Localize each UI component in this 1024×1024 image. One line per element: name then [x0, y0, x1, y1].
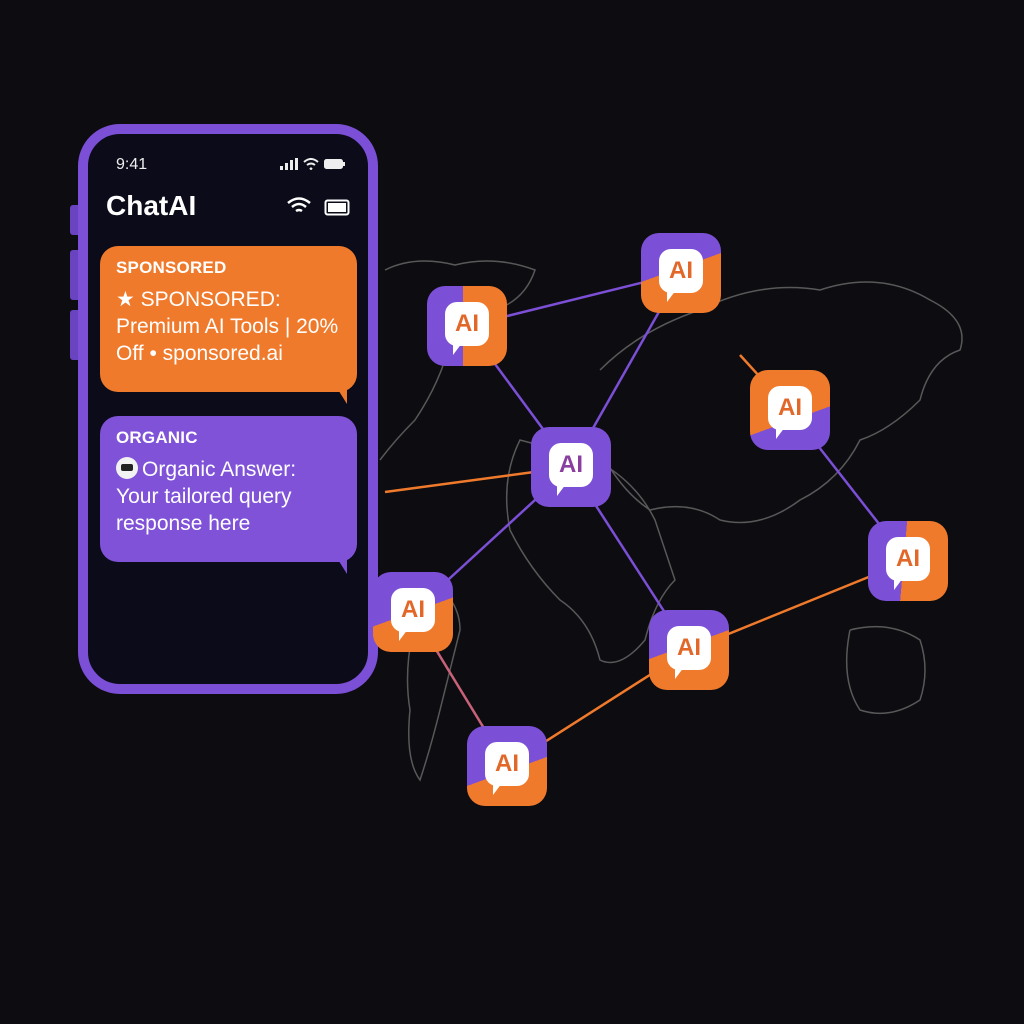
signal-icon [280, 158, 298, 170]
tv-icon[interactable] [324, 196, 350, 216]
sponsored-text: ★ SPONSORED: Premium AI Tools | 20% Off … [116, 288, 339, 365]
phone-side-button [70, 205, 78, 235]
ai-node-south-africa[interactable]: AI [649, 610, 729, 690]
sponsored-tag: SPONSORED [116, 258, 227, 277]
chat-bubble-icon: AI [445, 302, 489, 355]
wifi-icon [303, 158, 319, 170]
organic-text: Organic Answer: Your tailored query resp… [116, 458, 297, 535]
organic-tag: ORGANIC [116, 428, 198, 447]
battery-icon [324, 159, 345, 169]
ai-node-europe[interactable]: AI [531, 427, 611, 507]
ai-node-russia[interactable]: AI [750, 370, 830, 450]
ai-node-scandinavia[interactable]: AI [641, 233, 721, 313]
app-title: ChatAI [106, 190, 197, 221]
chat-bubble-icon: AI [659, 249, 703, 302]
ai-node-south-america[interactable]: AI [373, 572, 453, 652]
status-time: 9:41 [116, 156, 148, 173]
phone-side-button [70, 310, 78, 360]
chat-bubble-icon: AI [667, 626, 711, 679]
chat-bubble-icon: AI [549, 443, 593, 496]
chat-bubble-icon: AI [768, 386, 812, 439]
chat-bubble-icon: AI [886, 537, 930, 590]
phone-side-button [70, 250, 78, 300]
chat-bubble-icon: AI [485, 742, 529, 795]
status-bar: 9:41 [116, 156, 346, 176]
ai-node-south-atlantic[interactable]: AI [467, 726, 547, 806]
robot-icon [116, 457, 138, 479]
ai-node-se-asia[interactable]: AI [868, 521, 948, 601]
bubble-tail [337, 388, 347, 404]
chat-bubble-icon: AI [391, 588, 435, 641]
phone-mockup: 9:41 ChatAI SPONSORED ★ SPONSORED: Premi… [78, 124, 378, 694]
ai-node-greenland[interactable]: AI [427, 286, 507, 366]
bubble-tail [337, 558, 347, 574]
organic-message[interactable]: ORGANIC Organic Answer: Your tailored qu… [100, 416, 357, 574]
wifi-icon[interactable] [286, 196, 312, 216]
sponsored-message[interactable]: SPONSORED ★ SPONSORED: Premium AI Tools … [100, 246, 357, 404]
